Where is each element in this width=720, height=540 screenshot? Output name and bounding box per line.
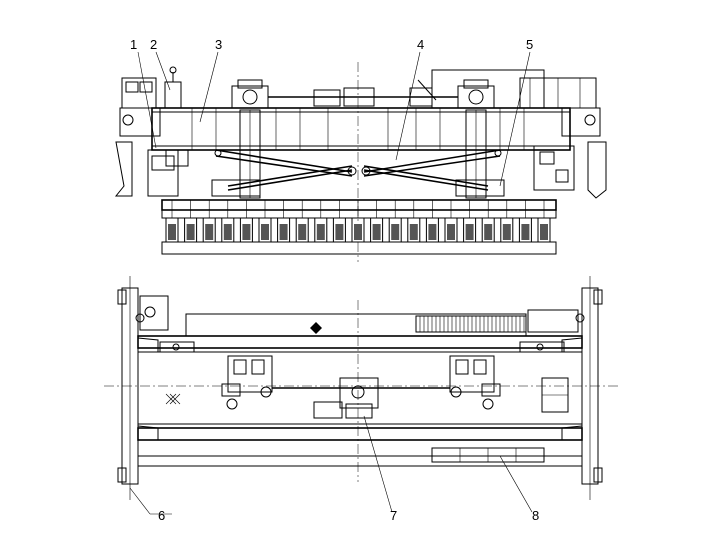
callout-3: 3 xyxy=(215,37,222,52)
clamp-row xyxy=(165,200,551,243)
right-end-beam xyxy=(581,276,599,500)
main-girder xyxy=(151,107,571,151)
clamp-unit xyxy=(295,200,309,243)
spreader-beam xyxy=(161,179,557,255)
clamp-unit xyxy=(165,200,179,243)
callout-4: 4 xyxy=(417,37,424,52)
clamp-unit xyxy=(425,200,439,243)
callout-6: 6 xyxy=(158,508,165,523)
clamp-unit xyxy=(370,200,384,243)
clamp-unit xyxy=(202,200,216,243)
clamp-unit xyxy=(407,200,421,243)
girder-stiffeners xyxy=(191,108,525,150)
callout-1: 1 xyxy=(130,37,137,52)
end-trucks xyxy=(117,289,603,483)
callout-labels: 1 2 3 4 5 6 7 8 xyxy=(130,37,539,523)
clamp-unit xyxy=(314,200,328,243)
clamp-unit xyxy=(184,200,198,243)
callout-7: 7 xyxy=(390,508,397,523)
central-drive xyxy=(272,377,450,419)
clamp-unit xyxy=(332,200,346,243)
clamp-unit xyxy=(500,200,514,243)
clamp-unit xyxy=(277,200,291,243)
left-end-beam xyxy=(121,276,139,500)
callout-5: 5 xyxy=(526,37,533,52)
callout-8: 8 xyxy=(532,508,539,523)
walkway xyxy=(185,313,527,337)
hoist-drive xyxy=(164,66,495,109)
clamp-unit xyxy=(444,200,458,243)
leader-lines xyxy=(129,51,533,515)
operator-cab-plan xyxy=(431,447,545,463)
clamp-unit xyxy=(463,200,477,243)
main-girders-plan xyxy=(137,335,583,467)
trolley-left xyxy=(221,355,273,410)
clamp-unit xyxy=(221,200,235,243)
clamp-unit xyxy=(518,200,532,243)
callout-2: 2 xyxy=(150,37,157,52)
left-end-carriage xyxy=(114,77,189,197)
trolley-right xyxy=(449,355,501,410)
scissor-linkage xyxy=(214,149,502,191)
plan-view xyxy=(104,276,620,500)
clamp-unit xyxy=(351,200,365,243)
clamp-unit xyxy=(388,200,402,243)
clamp-unit xyxy=(239,200,253,243)
clamp-unit xyxy=(537,200,551,243)
clamp-unit xyxy=(258,200,272,243)
clamp-unit xyxy=(481,200,495,243)
elevation-view xyxy=(114,62,607,262)
lifting-columns xyxy=(239,109,487,199)
